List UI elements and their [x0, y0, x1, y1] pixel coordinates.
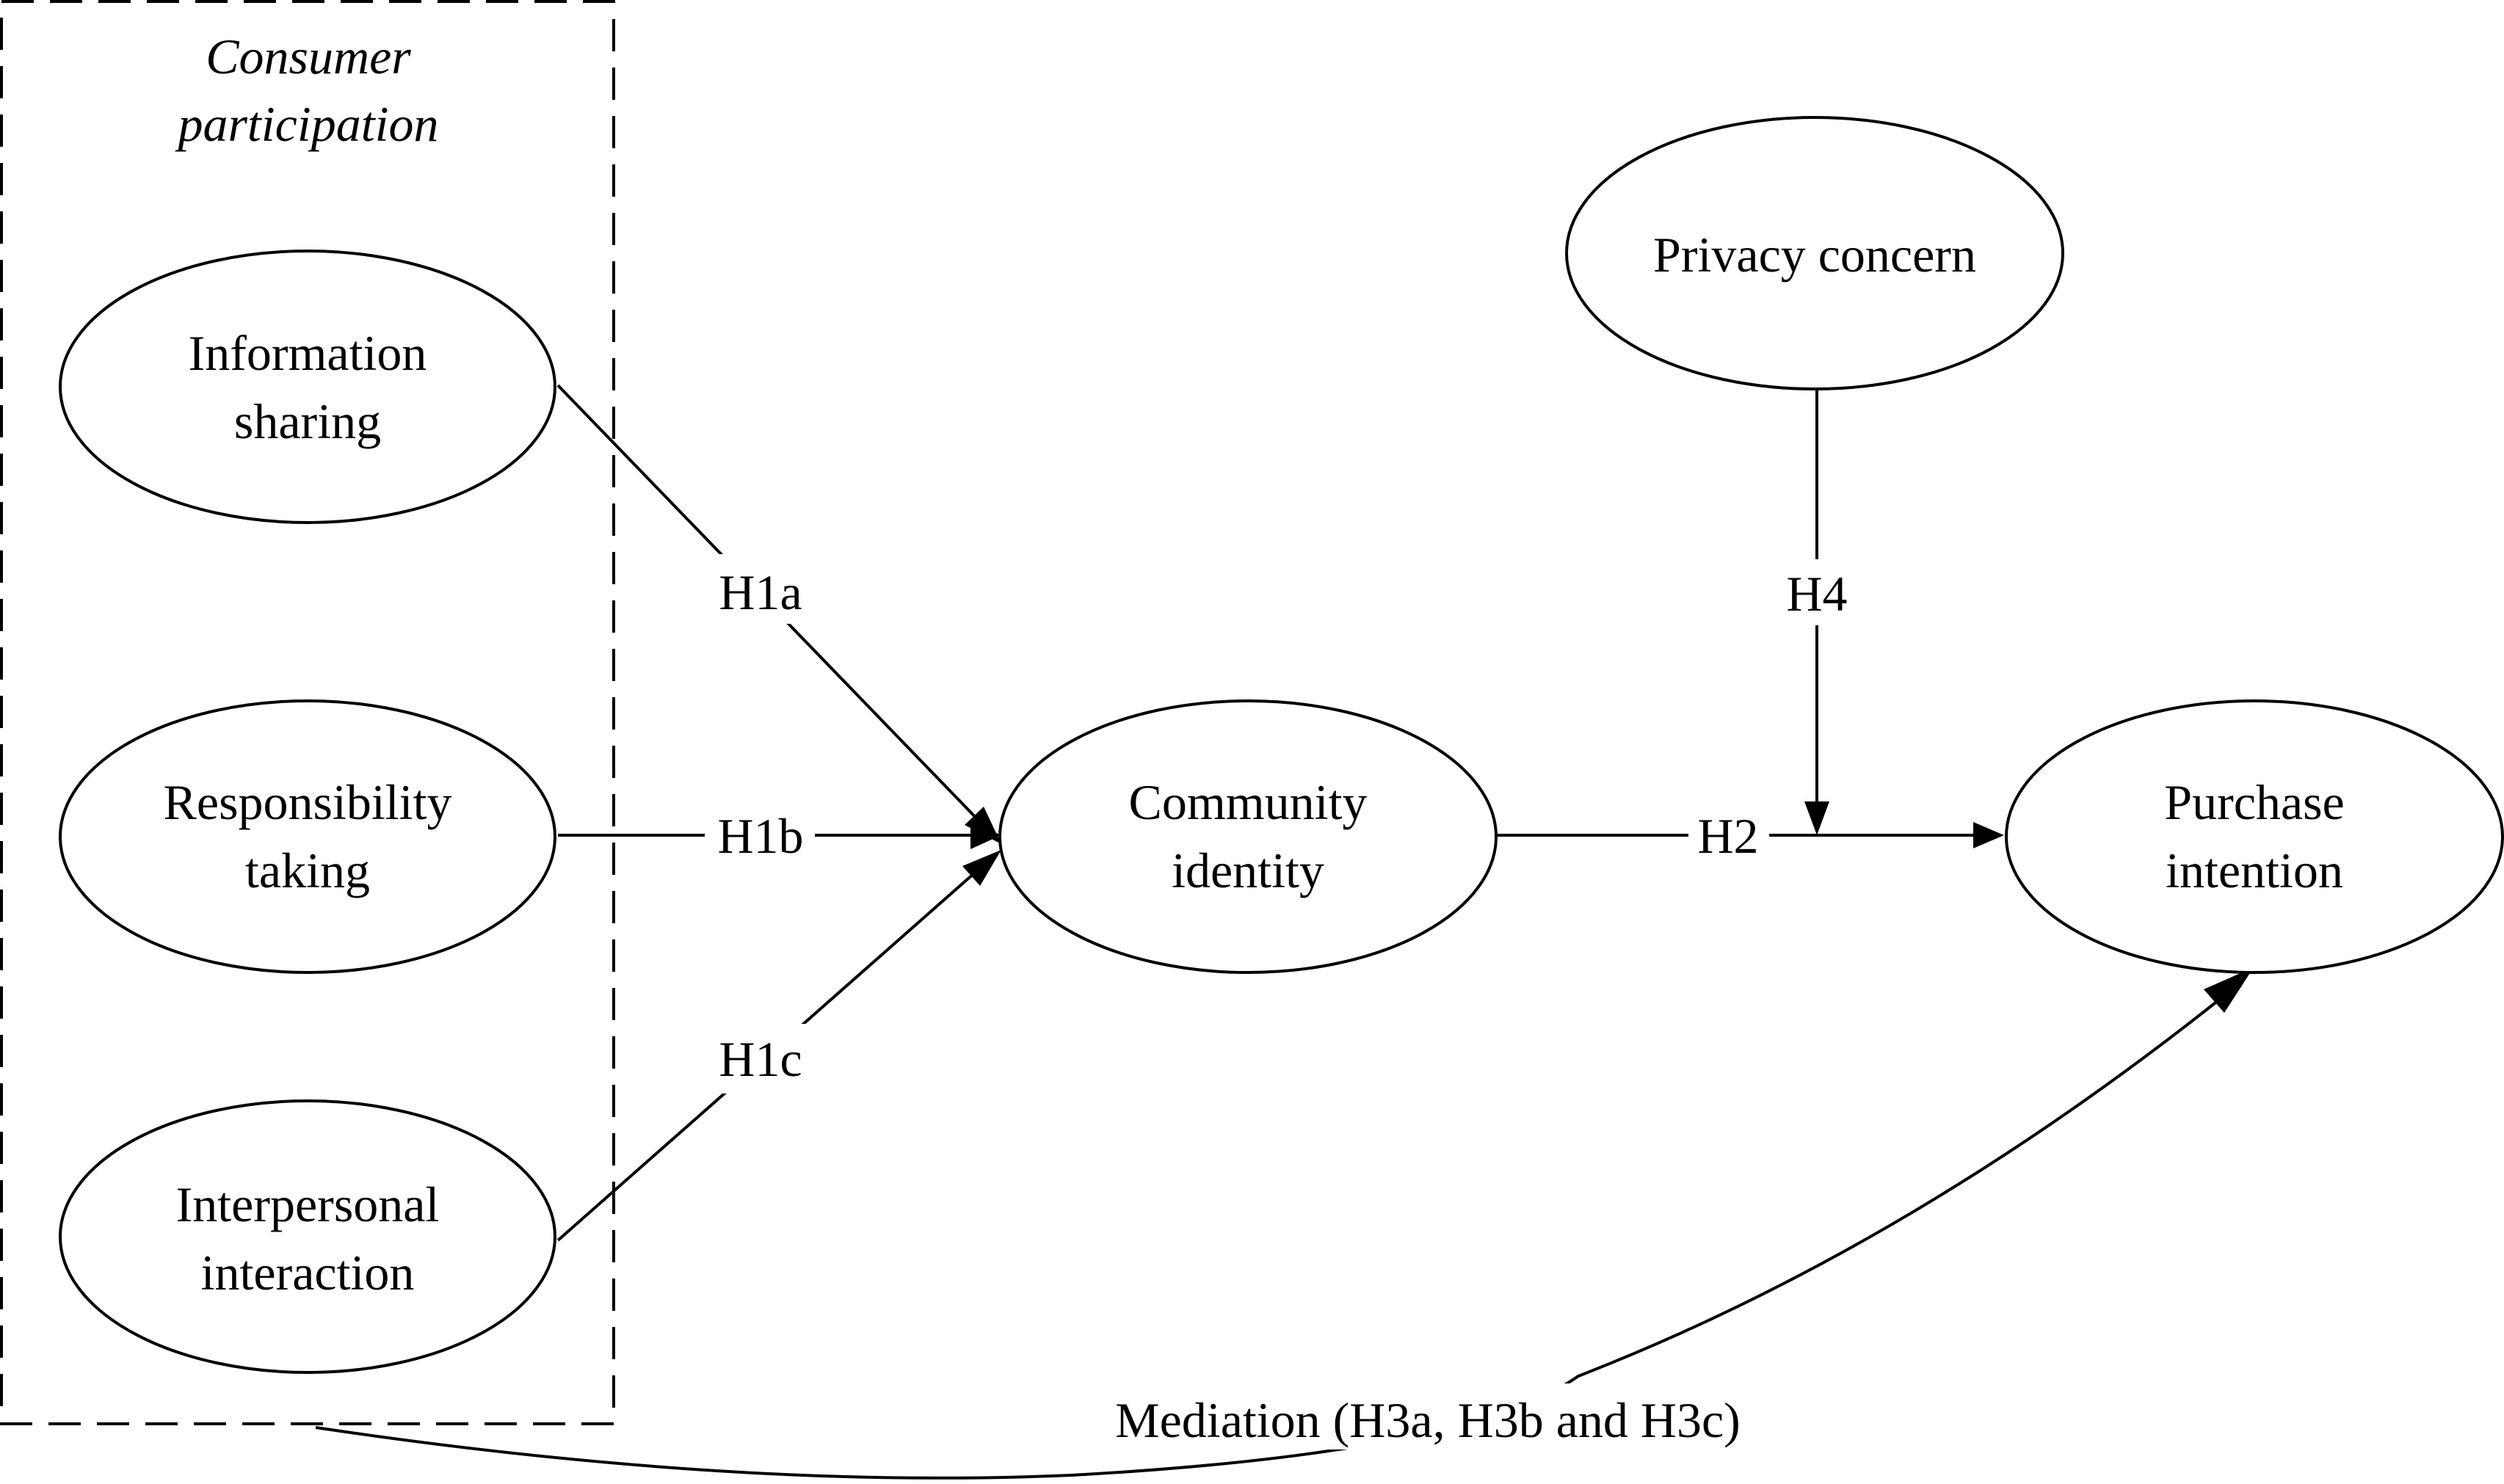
edge-label-h4: H4 — [1786, 566, 1847, 622]
group-title-line-2: participation — [175, 96, 438, 152]
edge-label-h2: H2 — [1697, 808, 1758, 864]
node-purchase-intention-line-2: intention — [2166, 843, 2343, 898]
group-title-line-1: Consumer — [206, 29, 411, 84]
arrowhead-h1b — [970, 821, 1001, 849]
arrowhead-h2 — [1973, 822, 2004, 848]
node-responsibility-taking-line-2: taking — [245, 843, 370, 898]
edge-label-h1b: H1b — [717, 808, 803, 864]
arrowhead-h1c — [962, 850, 1001, 886]
node-community-identity-line-2: identity — [1172, 843, 1324, 898]
node-responsibility-taking-line-1: Responsibility — [164, 774, 452, 830]
node-interpersonal-interaction — [59, 1099, 556, 1374]
arrowhead-h4 — [1804, 801, 1829, 835]
node-privacy-concern — [1565, 116, 2064, 390]
node-information-sharing — [59, 250, 556, 524]
edge-label-mediation: Mediation (H3a, H3b and H3c) — [1115, 1392, 1741, 1448]
node-purchase-intention — [2005, 699, 2504, 974]
edge-label-h1a: H1a — [719, 564, 802, 620]
node-community-identity-line-1: Community — [1129, 774, 1368, 830]
node-privacy-concern-line-1: Privacy concern — [1653, 227, 1976, 283]
edge-label-h1c: H1c — [719, 1031, 802, 1087]
consumer-participation-group — [0, 0, 615, 1425]
node-interpersonal-interaction-line-1: Interpersonal — [176, 1176, 440, 1232]
node-purchase-intention-line-1: Purchase — [2164, 774, 2344, 830]
node-information-sharing-line-1: Information — [189, 325, 427, 381]
node-responsibility-taking — [59, 699, 556, 974]
arrowhead-mediation — [2204, 967, 2254, 1013]
node-community-identity — [998, 699, 1498, 974]
node-interpersonal-interaction-line-2: interaction — [201, 1245, 415, 1301]
node-information-sharing-line-2: sharing — [234, 393, 381, 449]
